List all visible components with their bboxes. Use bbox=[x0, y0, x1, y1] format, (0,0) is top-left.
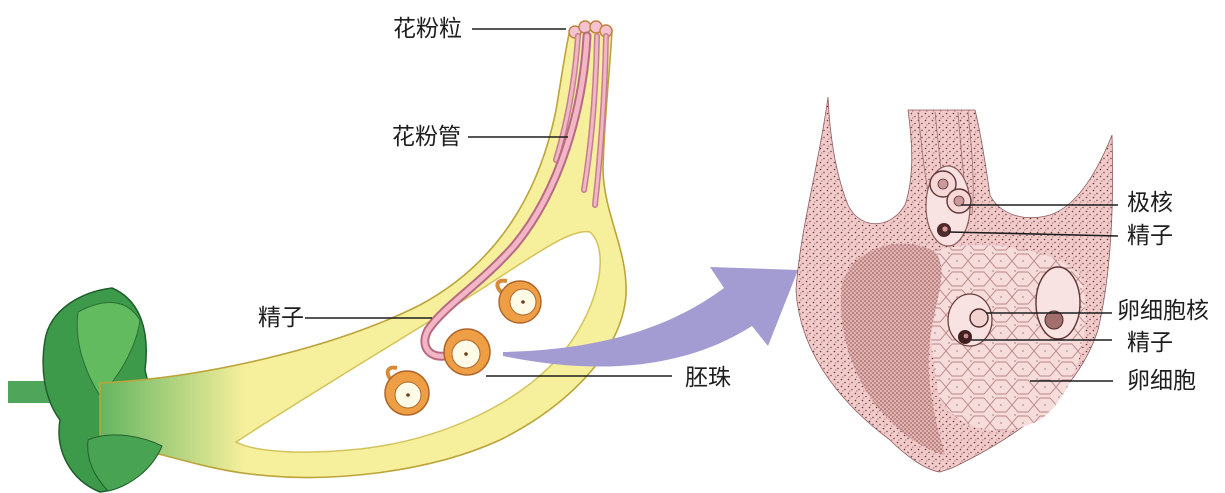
ovary-cavity bbox=[236, 232, 600, 452]
pollen-grain bbox=[579, 21, 591, 33]
sperm-cell-upper-core bbox=[942, 226, 947, 231]
sperm-upper-label: 精子 bbox=[1127, 223, 1173, 249]
sperm-label: 精子 bbox=[258, 305, 304, 331]
ovule-section-figure: 极核 精子 卵细胞核 精子 卵细胞 bbox=[796, 97, 1209, 472]
sperm-cell-lower-core bbox=[964, 334, 969, 339]
sperm-lower-label: 精子 bbox=[1127, 330, 1173, 356]
pollen-tube-label: 花粉管 bbox=[392, 124, 461, 150]
egg-nucleus-label: 卵细胞核 bbox=[1117, 298, 1209, 324]
pollen-grain-label: 花粉粒 bbox=[393, 16, 462, 42]
ovule-nucleus bbox=[464, 352, 468, 356]
pistil-figure: 花粉粒 花粉管 精子 胚珠 bbox=[8, 16, 731, 492]
polar-nuclei-label: 极核 bbox=[1127, 190, 1173, 216]
egg-nucleus bbox=[970, 309, 988, 327]
ovule-middle bbox=[444, 329, 490, 375]
polar-nucleolus bbox=[938, 179, 948, 189]
ovule-nucleus bbox=[406, 393, 410, 397]
ovule-label: 胚珠 bbox=[685, 365, 731, 391]
ovule-nucleus bbox=[521, 300, 525, 304]
egg-cell-label: 卵细胞 bbox=[1127, 368, 1196, 394]
